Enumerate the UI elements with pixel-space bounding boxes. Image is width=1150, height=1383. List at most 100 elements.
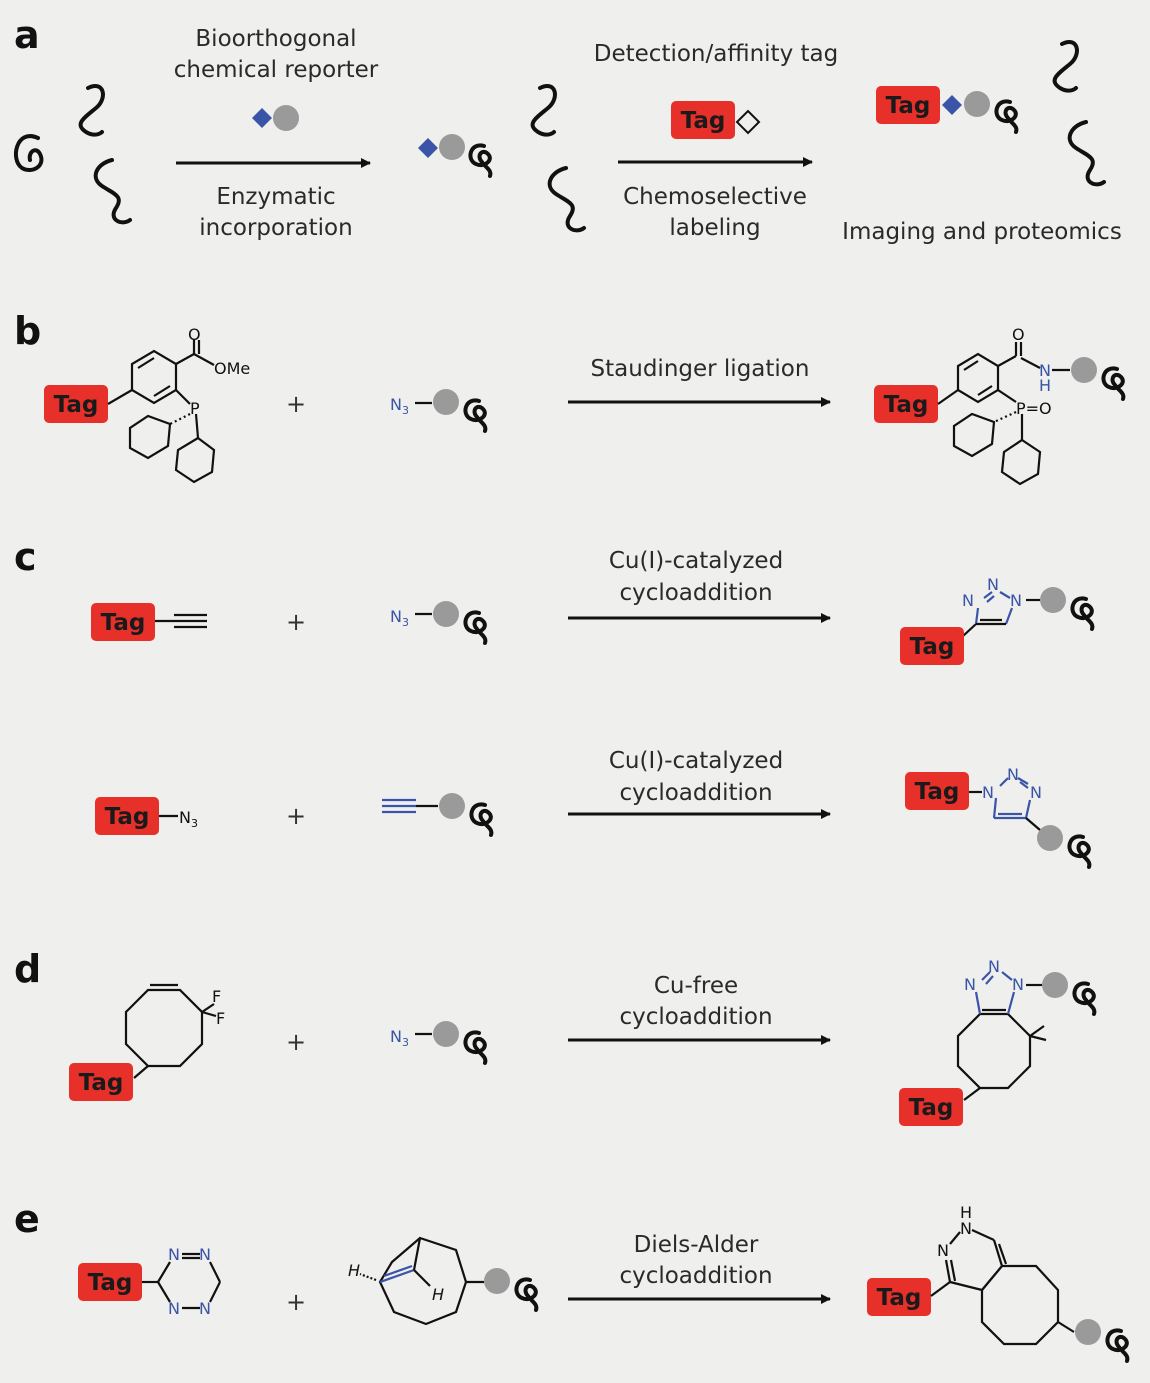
tag-box [905, 772, 969, 810]
biomolecule-squiggle [1052, 40, 1079, 93]
oxygen-atom: O [1012, 325, 1025, 344]
reporter-bead-icon [439, 134, 465, 160]
trans-cyclooctene-molecule [359, 1236, 484, 1326]
cuaac-label-line2: cycloaddition [619, 580, 772, 606]
tag-label: Tag [105, 804, 150, 830]
tag-box [899, 1088, 963, 1126]
bead-icon [1075, 1319, 1101, 1345]
bead-icon [1037, 825, 1063, 851]
tag-label: Tag [54, 392, 99, 418]
triazole-n: N [962, 591, 974, 610]
reporter-bead-icon [964, 91, 990, 117]
bead-icon [433, 1021, 459, 1047]
tag-box [867, 1278, 931, 1316]
amide-nitrogen: N [1039, 361, 1051, 380]
tag-box [91, 603, 155, 641]
panel-letter-d: d [14, 947, 41, 991]
bead-icon [433, 601, 459, 627]
triazole-n: N [964, 975, 976, 994]
ome-label: OMe [214, 359, 250, 378]
dihydropyridazine-product [930, 1228, 1075, 1346]
diels-alder-label-line2: cycloaddition [619, 1263, 772, 1289]
panel-letter-a: a [14, 13, 40, 57]
panel-letter-b: b [14, 309, 41, 353]
phosphine-molecule [107, 340, 216, 484]
biomolecule-squiggle [468, 143, 493, 178]
bead-icon [1040, 587, 1066, 613]
biomolecule-squiggle [78, 84, 105, 137]
tag-title-label: Detection/affinity tag [594, 41, 838, 67]
tetrazine-n: N [199, 1245, 211, 1264]
tag-box [671, 101, 735, 139]
tag-box [874, 385, 938, 423]
panel-letter-c: c [14, 535, 37, 579]
cuaac2-label-line1: Cu(I)-catalyzed [609, 748, 783, 774]
azide-label: N3 [390, 1027, 409, 1049]
phosphorus-atom: P [190, 399, 200, 418]
biomolecule-squiggle [463, 398, 488, 433]
reporter-diamond-icon [418, 138, 438, 158]
azide-label: N3 [390, 395, 409, 417]
cuaac2-label-line2: cycloaddition [619, 780, 772, 806]
reporter-bead-icon [273, 105, 299, 131]
reporter-label-line1: Bioorthogonal [195, 26, 356, 52]
tag-label: Tag [915, 779, 960, 805]
staudinger-label: Staudinger ligation [591, 356, 810, 382]
hydrogen-atom: H [348, 1261, 360, 1280]
azide-label: N3 [179, 808, 198, 830]
step2-label-line2: labeling [669, 215, 760, 241]
triazole-product-2 [969, 777, 1041, 831]
alkyne-group [155, 613, 207, 629]
tetrazine-n: N [168, 1299, 180, 1318]
bead-icon [439, 793, 465, 819]
triazole-product [962, 591, 1040, 637]
tag-label: Tag [909, 1095, 954, 1121]
result-label: Imaging and proteomics [842, 219, 1122, 245]
bead-icon [1071, 357, 1097, 383]
tag-box [69, 1063, 133, 1101]
bead-icon [1042, 972, 1068, 998]
triazole-n: N [1012, 975, 1024, 994]
tag-box [44, 385, 108, 423]
triazole-n: N [1030, 783, 1042, 802]
panel-letter-e: e [14, 1197, 40, 1241]
fluorine-atom: F [212, 987, 221, 1006]
cufree-label-line2: cycloaddition [619, 1004, 772, 1030]
plus-sign: + [286, 1288, 306, 1316]
tag-label: Tag [877, 1285, 922, 1311]
fluorine-atom: F [216, 1009, 225, 1028]
triazole-n: N [982, 783, 994, 802]
biomolecule-squiggle [463, 610, 488, 645]
biomolecule-squiggle [514, 1277, 539, 1312]
tag-label: Tag [681, 108, 726, 134]
triazole-n: N [1007, 765, 1019, 784]
step2-label-line1: Chemoselective [623, 184, 807, 210]
cyclooctyne-molecule [124, 983, 217, 1079]
tag-label: Tag [884, 392, 929, 418]
biomolecule-squiggle [463, 1030, 488, 1065]
oxygen-atom: O [188, 325, 201, 344]
tetrazine-n: N [199, 1299, 211, 1318]
bead-icon [433, 389, 459, 415]
tag-box [95, 797, 159, 835]
step1-label-line2: incorporation [199, 215, 352, 241]
alkyne-group [382, 798, 438, 814]
tag-label: Tag [79, 1070, 124, 1096]
biomolecule-squiggle [547, 166, 586, 233]
tag-label: Tag [886, 93, 931, 119]
tag-box [900, 627, 964, 665]
cyclooctene-triazole-product [956, 971, 1047, 1101]
biomolecule-squiggle [1072, 981, 1097, 1016]
step1-label-line1: Enzymatic [216, 184, 335, 210]
diels-alder-label-line1: Diels-Alder [634, 1232, 759, 1258]
bead-icon [484, 1268, 510, 1294]
triazole-n: N [1010, 591, 1022, 610]
tag-label: Tag [88, 1270, 133, 1296]
dihydropyridazine-n: N [937, 1241, 949, 1260]
biomolecule-squiggle [13, 134, 44, 173]
cuaac-label-line1: Cu(I)-catalyzed [609, 548, 783, 574]
plus-sign: + [286, 608, 306, 636]
tag-box [78, 1263, 142, 1301]
